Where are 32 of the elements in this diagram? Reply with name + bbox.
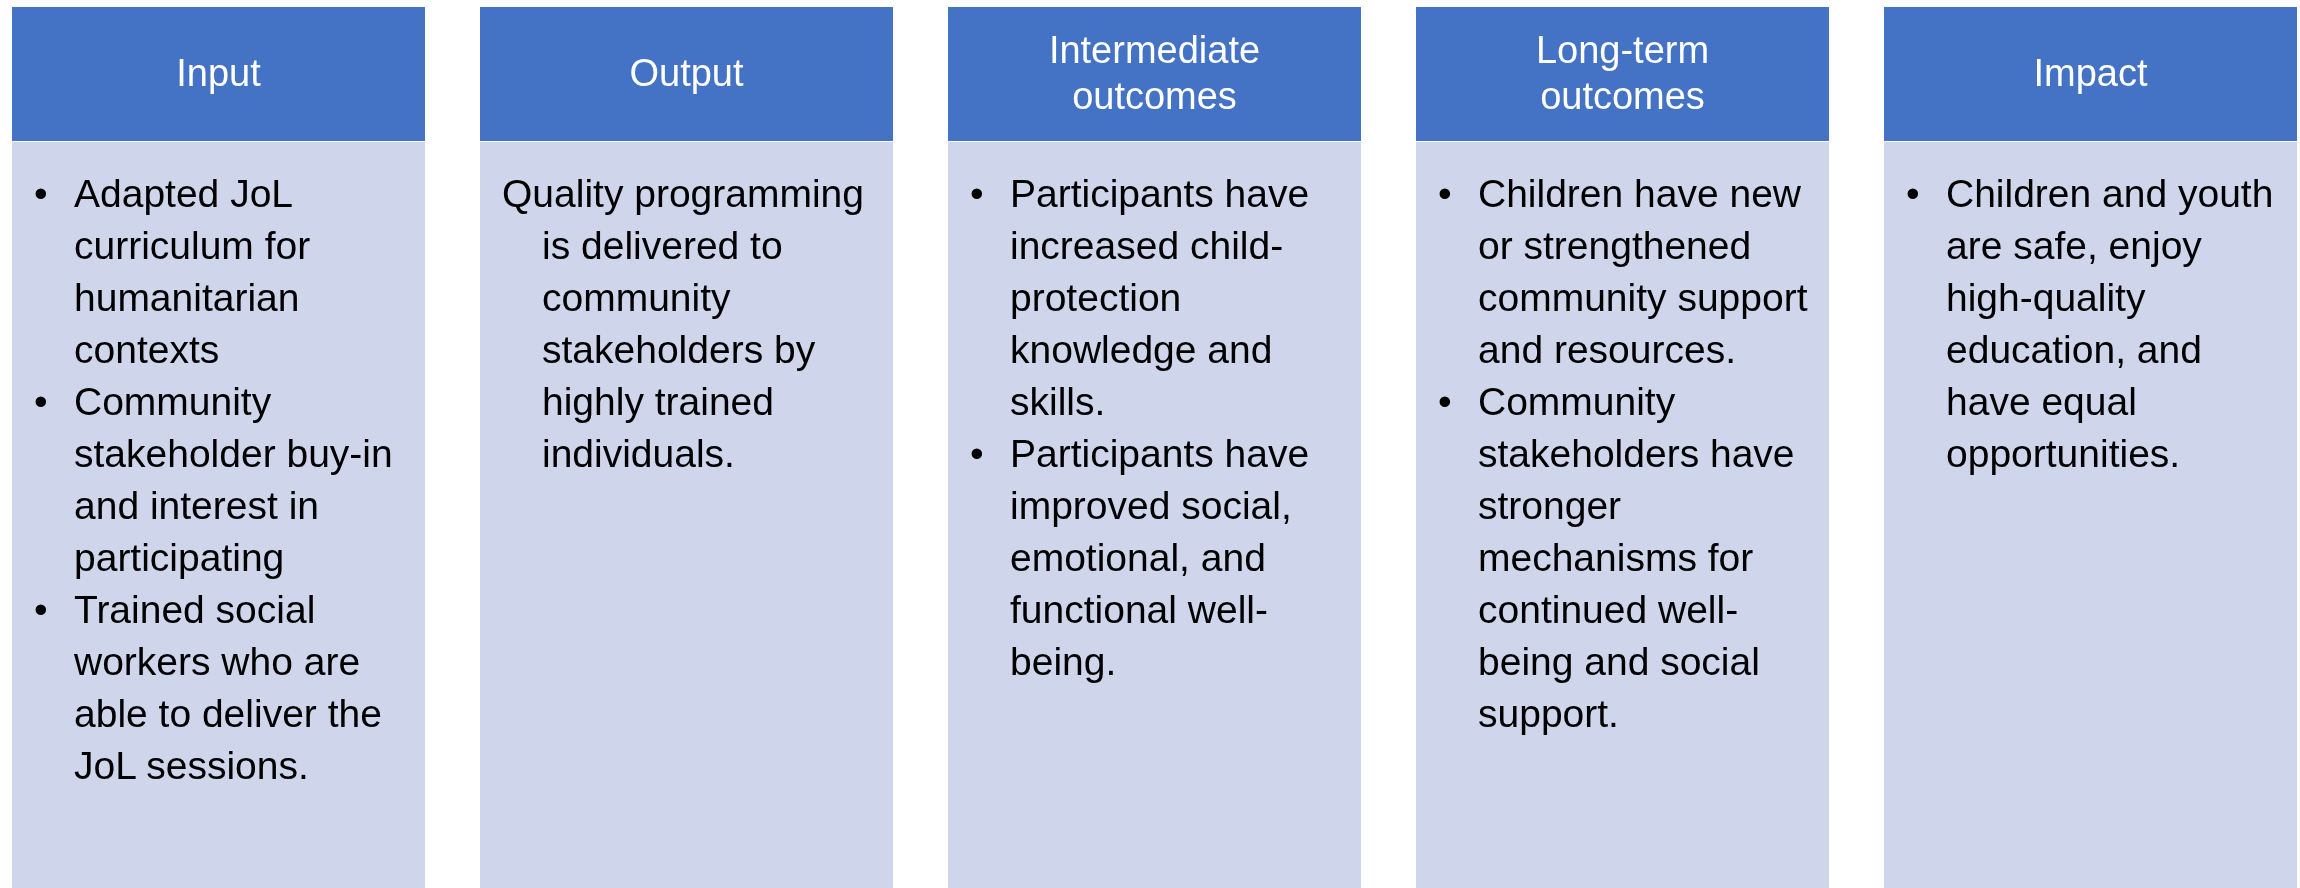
bullet-text: Children have new or strengthened community support and resources. — [1478, 171, 1809, 373]
bullet-mark: • — [970, 171, 985, 217]
header-box — [948, 7, 1361, 141]
bullet-text: Adapted JoL curriculum for humanitarian contexts — [74, 171, 312, 373]
header-text: Output — [629, 51, 744, 97]
bullet-mark: • — [1438, 171, 1453, 217]
bullet-mark: • — [34, 379, 49, 425]
header-box — [480, 7, 893, 141]
bullet-text: Community stakeholders have stronger mechanisms for continued well-being and social support. — [1478, 379, 1796, 737]
bullet-text: Trained social workers who are able to deliver the JoL sessions. — [74, 587, 383, 789]
header-box — [1884, 7, 2297, 141]
content-panel — [948, 142, 1361, 888]
header-box — [1416, 7, 1829, 141]
content-panel — [1884, 142, 2297, 888]
content-panel — [480, 142, 893, 888]
paragraph: Quality programming is delivered to community stakeholders by highly trained individuals. — [502, 171, 865, 477]
content-panel — [12, 142, 425, 888]
bullet-mark: • — [1906, 171, 1921, 217]
bullet-mark: • — [34, 587, 49, 633]
header-text: Long-term outcomes — [1534, 28, 1711, 119]
bullet-mark: • — [970, 431, 985, 477]
bullet-text: Community stakeholder buy-in and interest in participating — [74, 379, 394, 581]
header-text: Intermediate outcomes — [1047, 28, 1262, 119]
content-panel — [1416, 142, 1829, 888]
bullet-text: Participants have increased child-protection knowledge and skills. — [1010, 171, 1311, 425]
bullet-text: Children and youth are safe, enjoy high-quality education, and have equal opportunities. — [1946, 171, 2275, 477]
header-text: Impact — [2033, 51, 2148, 97]
header-box — [12, 7, 425, 141]
bullet-text: Participants have improved social, emotional, and functional well-being. — [1010, 431, 1311, 685]
header-text: Input — [176, 51, 261, 97]
bullet-mark: • — [34, 171, 49, 217]
bullet-mark: • — [1438, 379, 1453, 425]
